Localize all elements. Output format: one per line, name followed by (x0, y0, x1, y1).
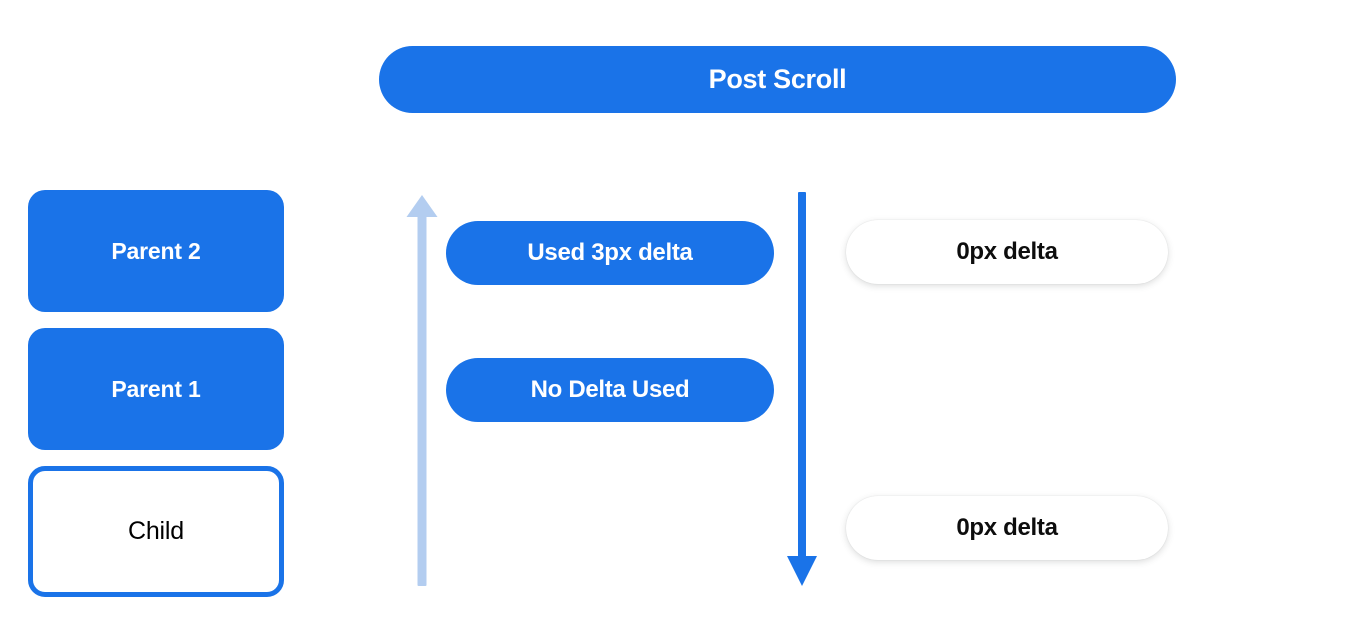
node-label-parent-1: Parent 1 (111, 375, 201, 402)
pill-zero-delta-top: 0px delta (846, 220, 1168, 284)
pill-label-used-delta: Used 3px delta (527, 239, 693, 266)
node-label-parent-2: Parent 2 (111, 237, 201, 264)
pill-zero-delta-bottom: 0px delta (846, 496, 1168, 560)
node-box-parent-2: Parent 2 (28, 190, 284, 312)
node-hierarchy-column: Parent 2 Parent 1 Child (28, 190, 284, 597)
pill-used-delta: Used 3px delta (446, 221, 774, 285)
node-label-child: Child (128, 517, 184, 545)
arrow-down-icon (784, 190, 820, 593)
node-box-parent-1: Parent 1 (28, 328, 284, 450)
page-title: Post Scroll (708, 64, 847, 94)
arrow-up-icon (404, 190, 440, 593)
pill-label-zero-delta-bottom: 0px delta (956, 514, 1058, 541)
pill-no-delta-used: No Delta Used (446, 358, 774, 422)
pill-label-zero-delta-top: 0px delta (956, 238, 1058, 265)
pill-label-no-delta-used: No Delta Used (530, 376, 690, 403)
post-scroll-header-banner: Post Scroll (379, 46, 1176, 113)
node-box-child: Child (28, 466, 284, 597)
